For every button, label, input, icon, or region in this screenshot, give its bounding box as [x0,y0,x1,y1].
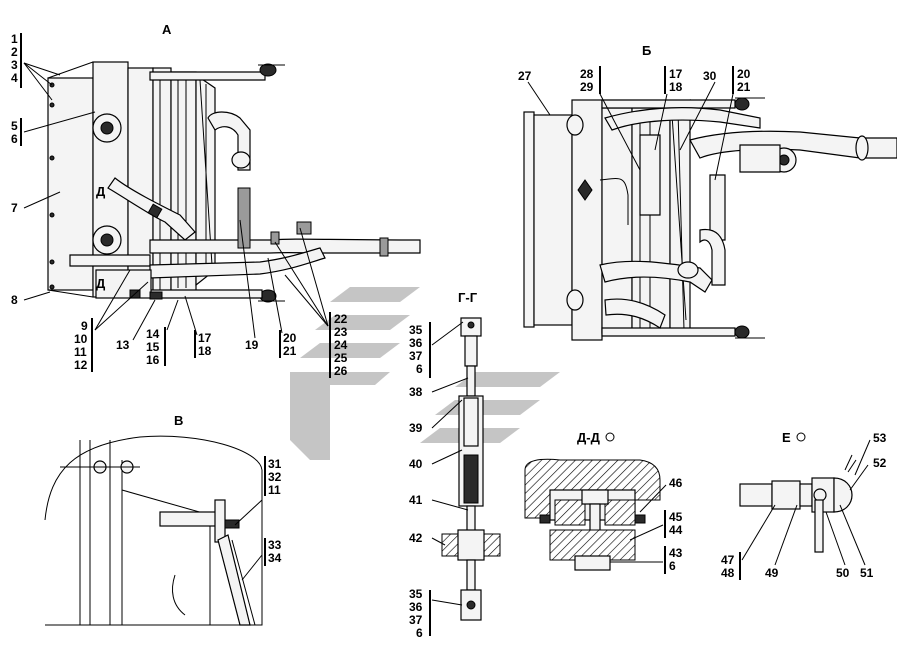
callout-11: 11 [74,345,87,359]
callouts-view-dd: 46 45 44 43 6 [669,476,683,573]
callout-38: 38 [409,385,423,399]
callout-35-bottom: 35 [409,587,423,601]
callout-21-a: 21 [283,344,297,358]
callout-49: 49 [765,566,779,580]
callout-18-a: 18 [198,344,212,358]
view-b-drawing [523,97,897,341]
callout-23: 23 [334,325,348,339]
callouts-view-e: 53 52 47 48 49 50 51 [721,431,887,580]
callouts-view-gg: 35 36 37 6 38 39 40 41 42 35 36 37 6 [409,323,423,640]
callout-51: 51 [860,566,874,580]
callout-29: 29 [580,80,594,94]
callout-9: 9 [81,319,88,333]
callout-27: 27 [518,69,532,83]
view-title-e: Е [782,430,791,445]
callout-15: 15 [146,340,160,354]
callouts-view-b: 27 28 29 17 18 30 20 21 [518,67,751,94]
callout-43: 43 [669,546,683,560]
callout-33: 33 [268,538,282,552]
callout-24: 24 [334,338,348,352]
callouts-view-a: 1 2 3 4 5 6 7 8 9 10 11 12 13 14 15 16 1… [11,32,348,378]
section-mark-d-2: Д [96,276,106,291]
callout-36-top: 36 [409,336,423,350]
callout-17-a: 17 [198,331,212,345]
callout-35-top: 35 [409,323,423,337]
callout-48: 48 [721,566,735,580]
callout-11-v: 11 [268,483,281,497]
view-a-drawing [47,61,421,303]
callout-28: 28 [580,67,594,81]
callout-50: 50 [836,566,850,580]
callout-13: 13 [116,338,130,352]
callout-12: 12 [74,358,88,372]
callout-3: 3 [11,58,18,72]
callout-14: 14 [146,327,160,341]
callout-22: 22 [334,312,348,326]
view-v-drawing [44,435,263,626]
callout-44: 44 [669,523,683,537]
callout-40: 40 [409,457,423,471]
callout-31: 31 [268,457,282,471]
callout-25: 25 [334,351,348,365]
callout-37-top: 37 [409,349,423,363]
view-gg-drawing [441,317,501,621]
view-marker-dd [605,432,615,442]
callout-52: 52 [873,456,887,470]
view-title-b: Б [642,43,651,58]
callout-6-top: 6 [416,362,423,376]
callout-41: 41 [409,493,423,507]
callout-16: 16 [146,353,160,367]
view-marker-e [796,432,806,442]
callout-46: 46 [669,476,683,490]
callout-6-bottom: 6 [416,626,423,640]
callout-45: 45 [669,510,683,524]
callout-5: 5 [11,119,18,133]
callout-6: 6 [11,132,18,146]
callout-21-b: 21 [737,80,751,94]
callout-47: 47 [721,553,735,567]
callout-2: 2 [11,45,18,59]
callout-18-b: 18 [669,80,683,94]
view-title-dd: Д-Д [577,430,601,445]
callout-10: 10 [74,332,88,346]
view-e-drawing [739,454,857,553]
callout-26: 26 [334,364,348,378]
callout-6-dd: 6 [669,559,676,573]
view-dd-drawing [524,458,661,571]
callout-20-b: 20 [737,67,751,81]
callout-53: 53 [873,431,887,445]
callout-1: 1 [11,32,18,46]
callouts-view-v: 31 32 11 33 34 [268,457,282,565]
callout-39: 39 [409,421,423,435]
leader-lines [20,33,871,636]
callout-32: 32 [268,470,282,484]
callout-34: 34 [268,551,282,565]
callout-36-bottom: 36 [409,600,423,614]
callout-17-b: 17 [669,67,683,81]
view-title-v: В [174,413,183,428]
view-title-gg: Г-Г [458,290,478,305]
callout-8: 8 [11,293,18,307]
callout-37-bottom: 37 [409,613,423,627]
section-mark-d-1: Д [96,184,106,199]
callout-19: 19 [245,338,259,352]
callout-20-a: 20 [283,331,297,345]
callout-4: 4 [11,71,18,85]
view-title-a: А [162,22,172,37]
callout-42: 42 [409,531,423,545]
callout-7: 7 [11,201,18,215]
callout-30: 30 [703,69,717,83]
